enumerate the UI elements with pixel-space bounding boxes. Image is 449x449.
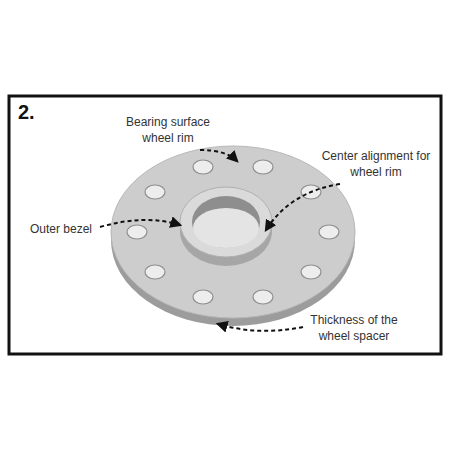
- frame: [9, 96, 441, 354]
- figure-number: 2.: [18, 101, 35, 123]
- callout-label: Thickness of the wheel spacer: [298, 312, 410, 344]
- callout-label: Center alignment for wheel rim: [312, 148, 440, 180]
- callout-label: Outer bezel: [30, 221, 92, 237]
- callout-label: Bearing surface wheel rim: [113, 114, 223, 146]
- leader-lines: [100, 150, 340, 331]
- wheel-spacer: [111, 146, 355, 326]
